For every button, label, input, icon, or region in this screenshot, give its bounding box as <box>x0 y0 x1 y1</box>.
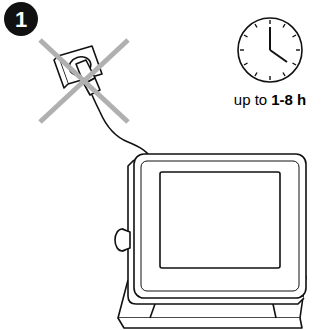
cross-mark <box>40 40 128 122</box>
duration-prefix: up to <box>234 92 267 107</box>
step-number: 1 <box>15 9 27 31</box>
step-disc <box>4 2 38 36</box>
clock-icon <box>238 18 302 82</box>
photo-frame <box>115 154 306 328</box>
duration-value: 1-8 h <box>271 92 306 107</box>
